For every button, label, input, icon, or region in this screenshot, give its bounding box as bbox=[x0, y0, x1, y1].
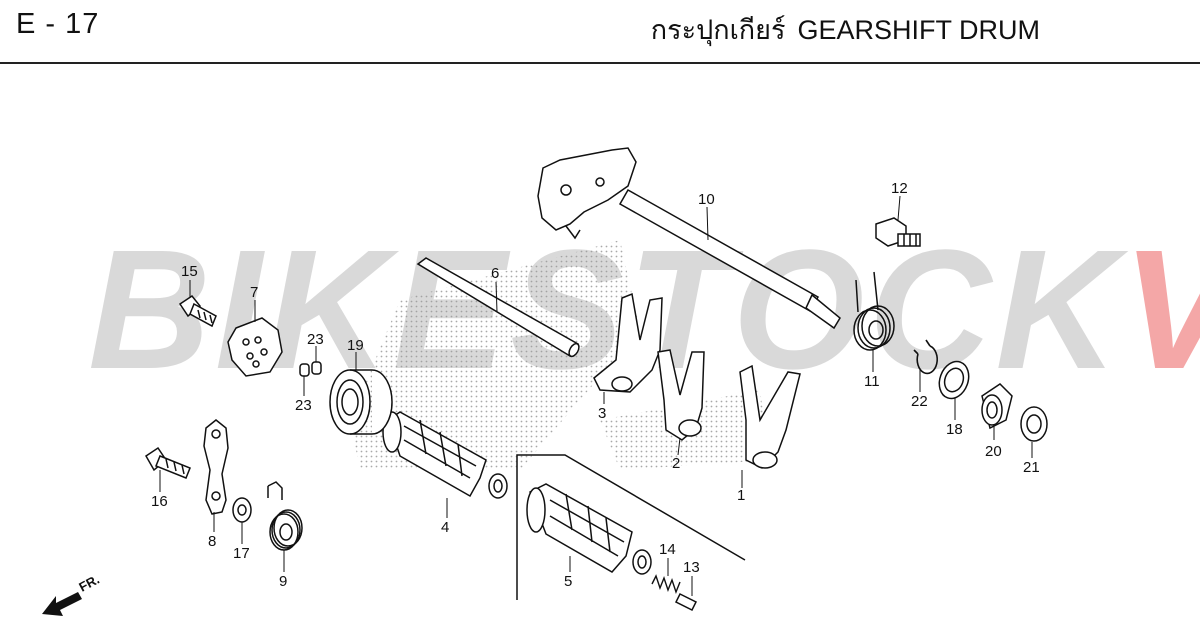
callout-3: 3 bbox=[598, 405, 606, 422]
callout-4: 4 bbox=[441, 519, 449, 536]
callout-17: 17 bbox=[233, 545, 250, 562]
part-20-needle-bearing[interactable] bbox=[981, 383, 1013, 430]
callout-20: 20 bbox=[985, 443, 1002, 460]
callout-16: 16 bbox=[151, 493, 168, 510]
callout-14: 14 bbox=[659, 541, 676, 558]
callout-23-lower: 23 bbox=[295, 397, 312, 414]
part-13-pin[interactable] bbox=[674, 592, 698, 612]
leader-lines bbox=[159, 195, 1033, 596]
callout-8: 8 bbox=[208, 533, 216, 550]
part-8-stopper-arm[interactable] bbox=[203, 419, 229, 515]
page-title: กระปุกเกียร์ GEARSHIFT DRUM bbox=[651, 8, 1040, 51]
title-english: GEARSHIFT DRUM bbox=[797, 15, 1040, 45]
callout-labels: 1 2 3 4 5 6 7 8 9 10 11 12 13 14 15 16 1… bbox=[151, 180, 1040, 590]
callout-12: 12 bbox=[891, 180, 908, 197]
part-2-shift-fork[interactable] bbox=[657, 349, 705, 441]
title-thai: กระปุกเกียร์ bbox=[650, 15, 786, 46]
callout-7: 7 bbox=[250, 284, 258, 301]
part-16-bolt[interactable] bbox=[145, 446, 191, 479]
watermark-part2: VN bbox=[1122, 215, 1200, 405]
part-19-bearing[interactable] bbox=[329, 369, 393, 435]
callout-5: 5 bbox=[564, 573, 572, 590]
callout-18: 18 bbox=[946, 421, 963, 438]
callout-2: 2 bbox=[672, 455, 680, 472]
callout-6: 6 bbox=[491, 265, 499, 282]
part-5-gearshift-drum[interactable] bbox=[526, 483, 652, 575]
part-6-shift-fork-shaft[interactable] bbox=[416, 257, 581, 358]
part-17-washer[interactable] bbox=[232, 497, 252, 523]
callout-10: 10 bbox=[698, 191, 715, 208]
callout-19: 19 bbox=[347, 337, 364, 354]
callout-11: 11 bbox=[864, 373, 880, 390]
callout-21: 21 bbox=[1023, 459, 1040, 476]
callout-15: 15 bbox=[181, 263, 198, 280]
part-1-shift-fork[interactable] bbox=[739, 364, 801, 469]
part-18-washer[interactable] bbox=[934, 357, 973, 402]
part-22-circlip[interactable] bbox=[913, 339, 939, 375]
callout-1: 1 bbox=[737, 487, 745, 504]
part-7-stopper-plate[interactable] bbox=[227, 317, 283, 377]
callout-9: 9 bbox=[279, 573, 287, 590]
part-10-shift-spindle[interactable] bbox=[537, 147, 841, 330]
callout-22: 22 bbox=[911, 393, 928, 410]
callout-23-upper: 23 bbox=[307, 331, 324, 348]
part-15-bolt[interactable] bbox=[178, 294, 217, 328]
part-3-shift-fork[interactable] bbox=[593, 292, 663, 393]
page-code: E - 17 bbox=[16, 8, 100, 40]
header-divider bbox=[0, 62, 1200, 64]
front-arrow-icon bbox=[42, 592, 82, 616]
part-21-oil-seal[interactable] bbox=[1020, 406, 1048, 442]
subassembly-bracket bbox=[516, 454, 746, 600]
part-9-spring[interactable] bbox=[267, 481, 303, 551]
front-label: FR. bbox=[76, 572, 102, 595]
callout-13: 13 bbox=[683, 559, 700, 576]
front-direction-indicator: FR. bbox=[42, 572, 102, 616]
part-14-spring[interactable] bbox=[651, 574, 681, 595]
part-12-bolt[interactable] bbox=[875, 217, 921, 247]
part-11-spring[interactable] bbox=[853, 271, 895, 351]
